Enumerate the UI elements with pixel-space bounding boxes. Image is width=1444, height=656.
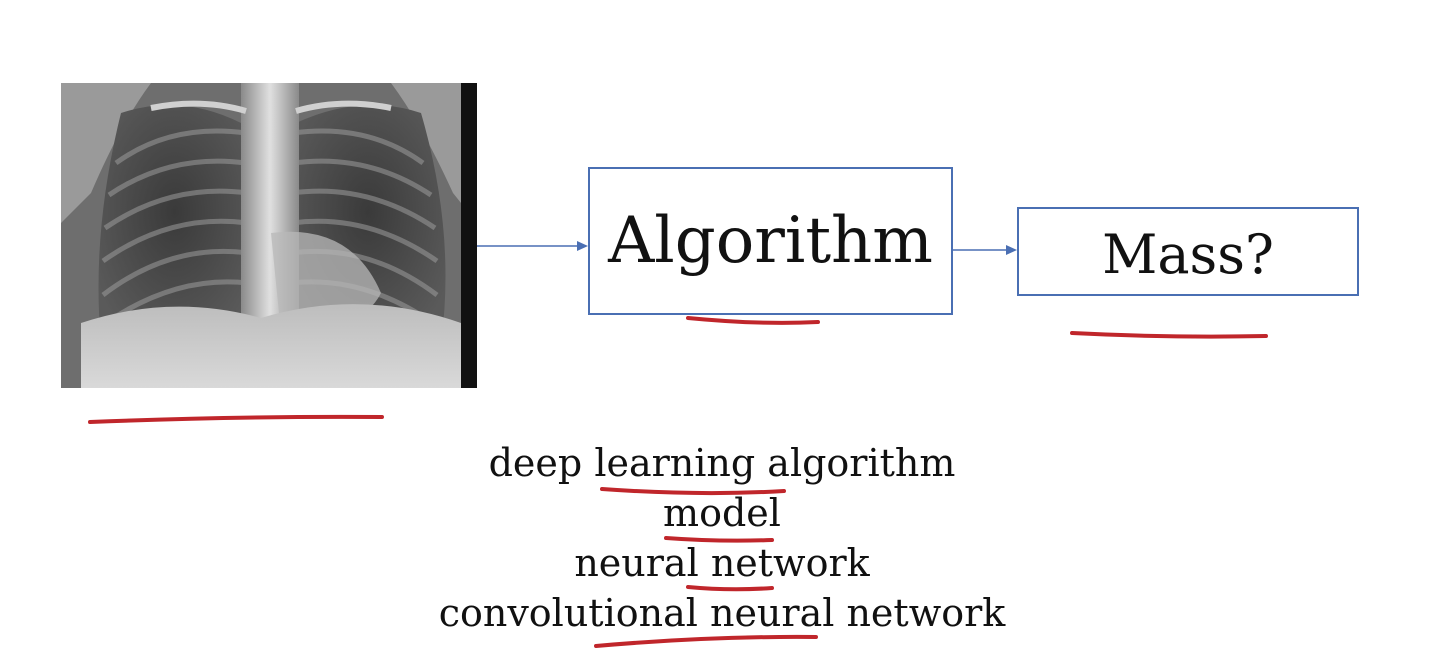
mass-output-box: Mass? (1017, 207, 1359, 296)
arrow-algorithm-to-mass (953, 245, 1017, 255)
term-item: deep learning algorithm (488, 441, 956, 485)
algorithm-label: Algorithm (608, 204, 933, 278)
term-item: neural network (574, 541, 870, 585)
term-item: model (663, 491, 781, 535)
chest-xray-image (61, 83, 477, 388)
terms-list: deep learning algorithm model neural net… (0, 438, 1444, 638)
mass-label: Mass? (1102, 223, 1274, 286)
algorithm-box: Algorithm (588, 167, 953, 315)
term-item: convolutional neural network (438, 591, 1006, 635)
arrow-image-to-algorithm (477, 241, 588, 251)
